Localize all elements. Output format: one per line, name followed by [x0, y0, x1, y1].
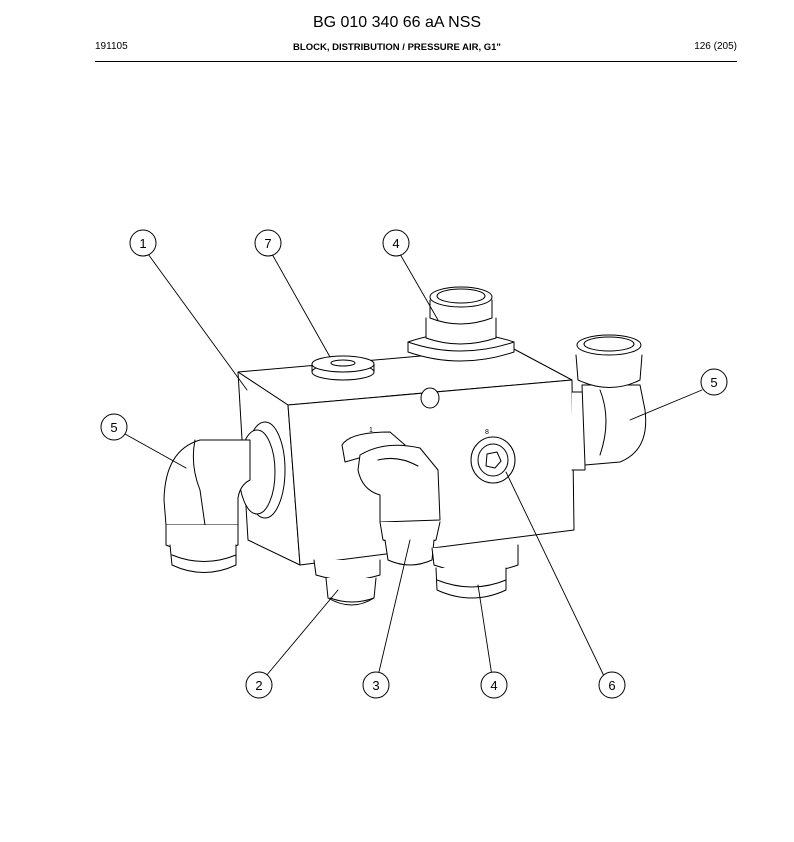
callout-4-top: 4: [382, 229, 410, 257]
svg-text:3: 3: [372, 678, 379, 693]
header-rule: [95, 61, 737, 62]
callout-7: 7: [254, 229, 282, 257]
left-elbow-fitting: [163, 421, 286, 573]
bottom-fitting-right: [431, 544, 519, 599]
document-title: BG 010 340 66 aA NSS: [312, 14, 482, 31]
top-fitting: [407, 286, 515, 362]
leader-lines: [124, 253, 703, 677]
callout-4-bottom: 4: [480, 671, 508, 699]
callout-2: 2: [245, 671, 273, 699]
svg-text:5: 5: [110, 420, 117, 435]
callout-5-left: 5: [100, 413, 128, 441]
callout-6: 6: [598, 671, 626, 699]
bottom-fitting-left: [313, 559, 381, 606]
front-elbow-fitting: [341, 431, 441, 566]
document-date: 191105: [95, 41, 128, 52]
page-number: 126 (205): [694, 41, 737, 52]
port-mark-1: 1: [369, 427, 373, 434]
svg-text:4: 4: [392, 236, 399, 251]
callout-5-right: 5: [700, 368, 728, 396]
top-plug: [311, 355, 375, 381]
svg-text:2: 2: [255, 678, 262, 693]
document-subtitle: BLOCK, DISTRIBUTION / PRESSURE AIR, G1": [293, 42, 501, 53]
side-port-plug: [470, 436, 516, 484]
svg-text:1: 1: [139, 236, 146, 251]
svg-text:7: 7: [264, 236, 271, 251]
port-mark-8: 8: [485, 429, 489, 436]
svg-text:5: 5: [710, 375, 717, 390]
callout-3: 3: [362, 671, 390, 699]
svg-text:4: 4: [490, 678, 497, 693]
svg-text:6: 6: [608, 678, 615, 693]
right-elbow-fitting: [571, 334, 647, 471]
callout-1: 1: [129, 229, 157, 257]
